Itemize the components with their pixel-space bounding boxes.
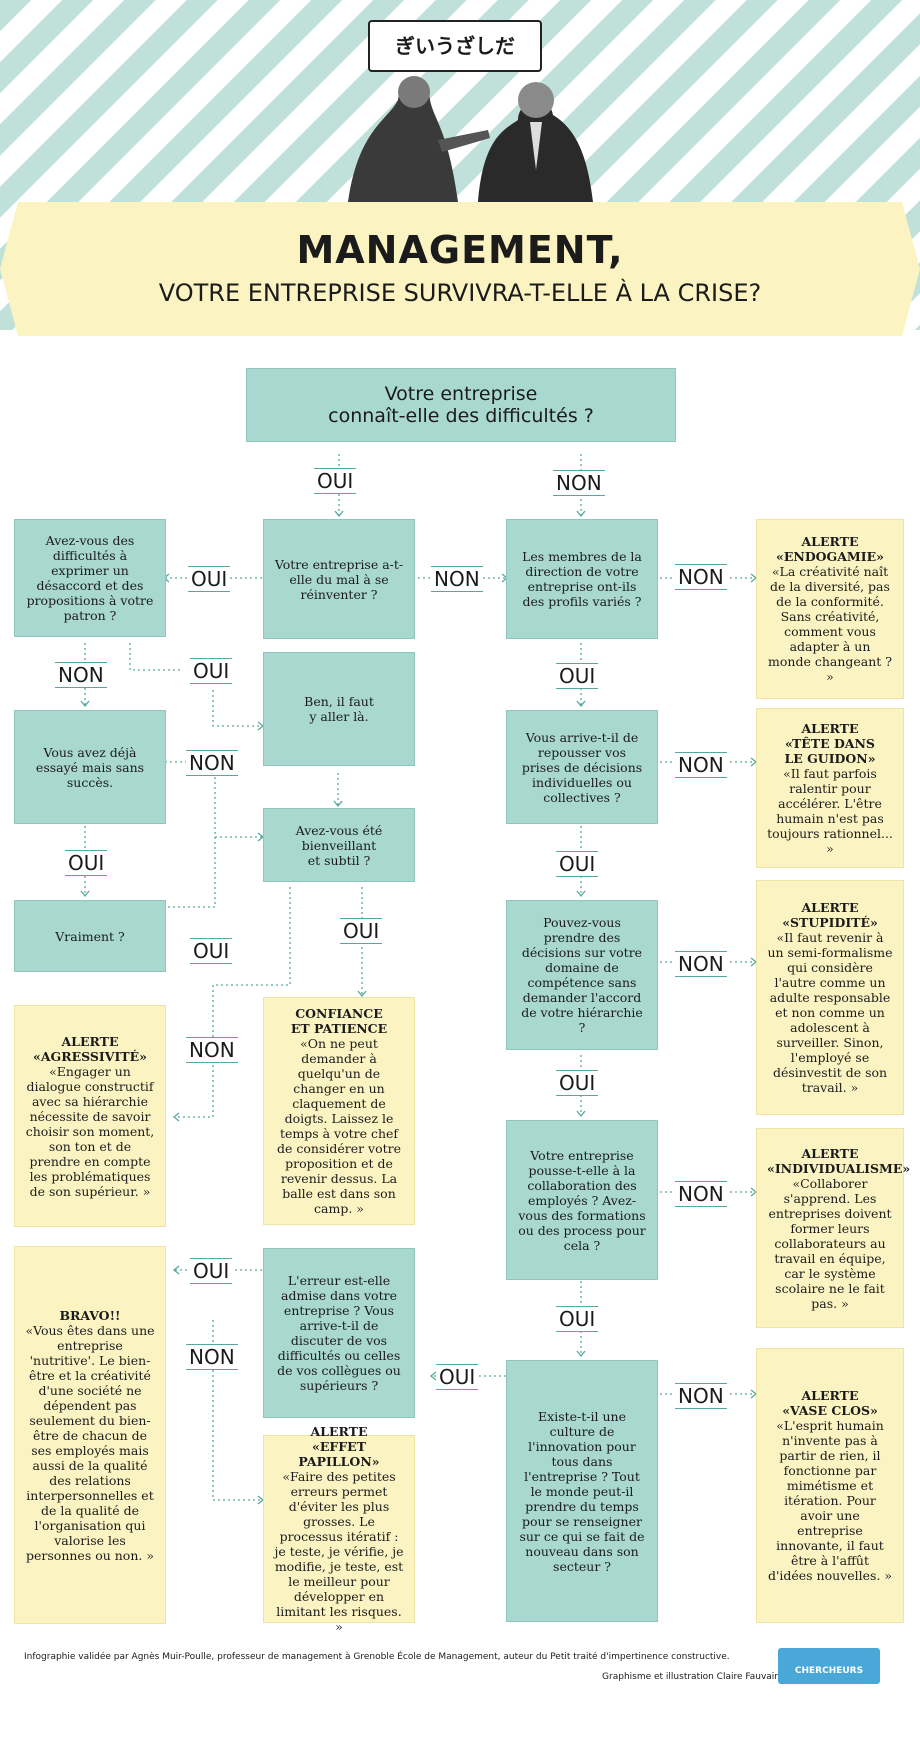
page-subtitle: VOTRE ENTREPRISE SURVIVRA-T-ELLE À LA CR… xyxy=(158,279,762,307)
node-desaccord: Avez-vous des difficultés à exprimer un … xyxy=(14,519,166,637)
label-oui: OUI xyxy=(314,468,357,494)
alert-papillon: ALERTE «EFFET PAPILLON»«Faire des petite… xyxy=(263,1424,415,1634)
alert-agressivite: ALERTE «AGRESSIVITÉ»«Engager un dialogue… xyxy=(14,1005,166,1227)
alert-stupidite: ALERTE «STUPIDITÉ»«Il faut revenir à un … xyxy=(756,880,904,1115)
alert-confiance: CONFIANCE ET PATIENCE«On ne peut demande… xyxy=(263,997,415,1225)
alert-endogamie: ALERTE «ENDOGAMIE»«La créativité naît de… xyxy=(756,519,904,699)
label-oui: OUI xyxy=(556,1306,599,1332)
label-oui: OUI xyxy=(188,566,231,592)
label-oui: OUI xyxy=(556,1070,599,1096)
chercheurs-logo[interactable]: CHERCHEURS D'ACTU xyxy=(778,1648,880,1722)
node-erreur: L'erreur est-elle admise dans votre entr… xyxy=(263,1248,415,1418)
node-reinventer: Votre entreprise a-t-elle du mal à se ré… xyxy=(263,519,415,639)
alert-bravo: BRAVO!!«Vous êtes dans une entreprise 'n… xyxy=(14,1246,166,1624)
footer-credits: Infographie validée par Agnès Muir-Poull… xyxy=(24,1652,730,1662)
label-oui: OUI xyxy=(556,663,599,689)
node-deja: Vous avez déjà essayé mais sans succès. xyxy=(14,710,166,824)
label-non: NON xyxy=(675,951,727,977)
label-non: NON xyxy=(553,470,605,496)
footer-design-credit: Graphisme et illustration Claire Fauvain xyxy=(602,1672,780,1682)
label-oui: OUI xyxy=(190,1258,233,1284)
label-non: NON xyxy=(431,566,483,592)
label-non: NON xyxy=(186,1344,238,1370)
label-non: NON xyxy=(186,1037,238,1063)
alert-guidon: ALERTE «TÊTE DANS LE GUIDON»«Il faut par… xyxy=(756,708,904,868)
node-innovation: Existe-t-il une culture de l'innovation … xyxy=(506,1360,658,1622)
node-bienveillant: Avez-vous été bienveillant et subtil ? xyxy=(263,808,415,882)
title-ribbon xyxy=(0,202,920,336)
label-non: NON xyxy=(675,752,727,778)
label-non: NON xyxy=(186,750,238,776)
label-non: NON xyxy=(675,1181,727,1207)
label-oui: OUI xyxy=(190,938,233,964)
page-title: MANAGEMENT, xyxy=(296,228,624,272)
label-oui: OUI xyxy=(436,1364,479,1390)
speech-bubble: ぎいうざしだ xyxy=(368,20,542,72)
node-repousser: Vous arrive-t-il de repousser vos prises… xyxy=(506,710,658,824)
label-non: NON xyxy=(675,564,727,590)
node-collaboration: Votre entreprise pousse-t-elle à la coll… xyxy=(506,1120,658,1280)
managers-illustration xyxy=(348,76,593,202)
node-vraiment: Vraiment ? xyxy=(14,900,166,972)
alert-individualisme: ALERTE «INDIVIDUALISME»«Collaborer s'app… xyxy=(756,1128,910,1328)
node-decisions: Pouvez-vous prendre des décisions sur vo… xyxy=(506,900,658,1050)
label-non: NON xyxy=(55,662,107,688)
label-oui: OUI xyxy=(556,851,599,877)
label-oui: OUI xyxy=(340,918,383,944)
label-non: NON xyxy=(675,1383,727,1409)
label-oui: OUI xyxy=(190,658,233,684)
node-start: Votre entreprise connaît-elle des diffic… xyxy=(246,368,676,442)
node-profils: Les membres de la direction de votre ent… xyxy=(506,519,658,639)
label-oui: OUI xyxy=(65,850,108,876)
alert-vaseclos: ALERTE «VASE CLOS»«L'esprit humain n'inv… xyxy=(756,1348,904,1623)
node-ben: Ben, il faut y aller là. xyxy=(263,652,415,766)
